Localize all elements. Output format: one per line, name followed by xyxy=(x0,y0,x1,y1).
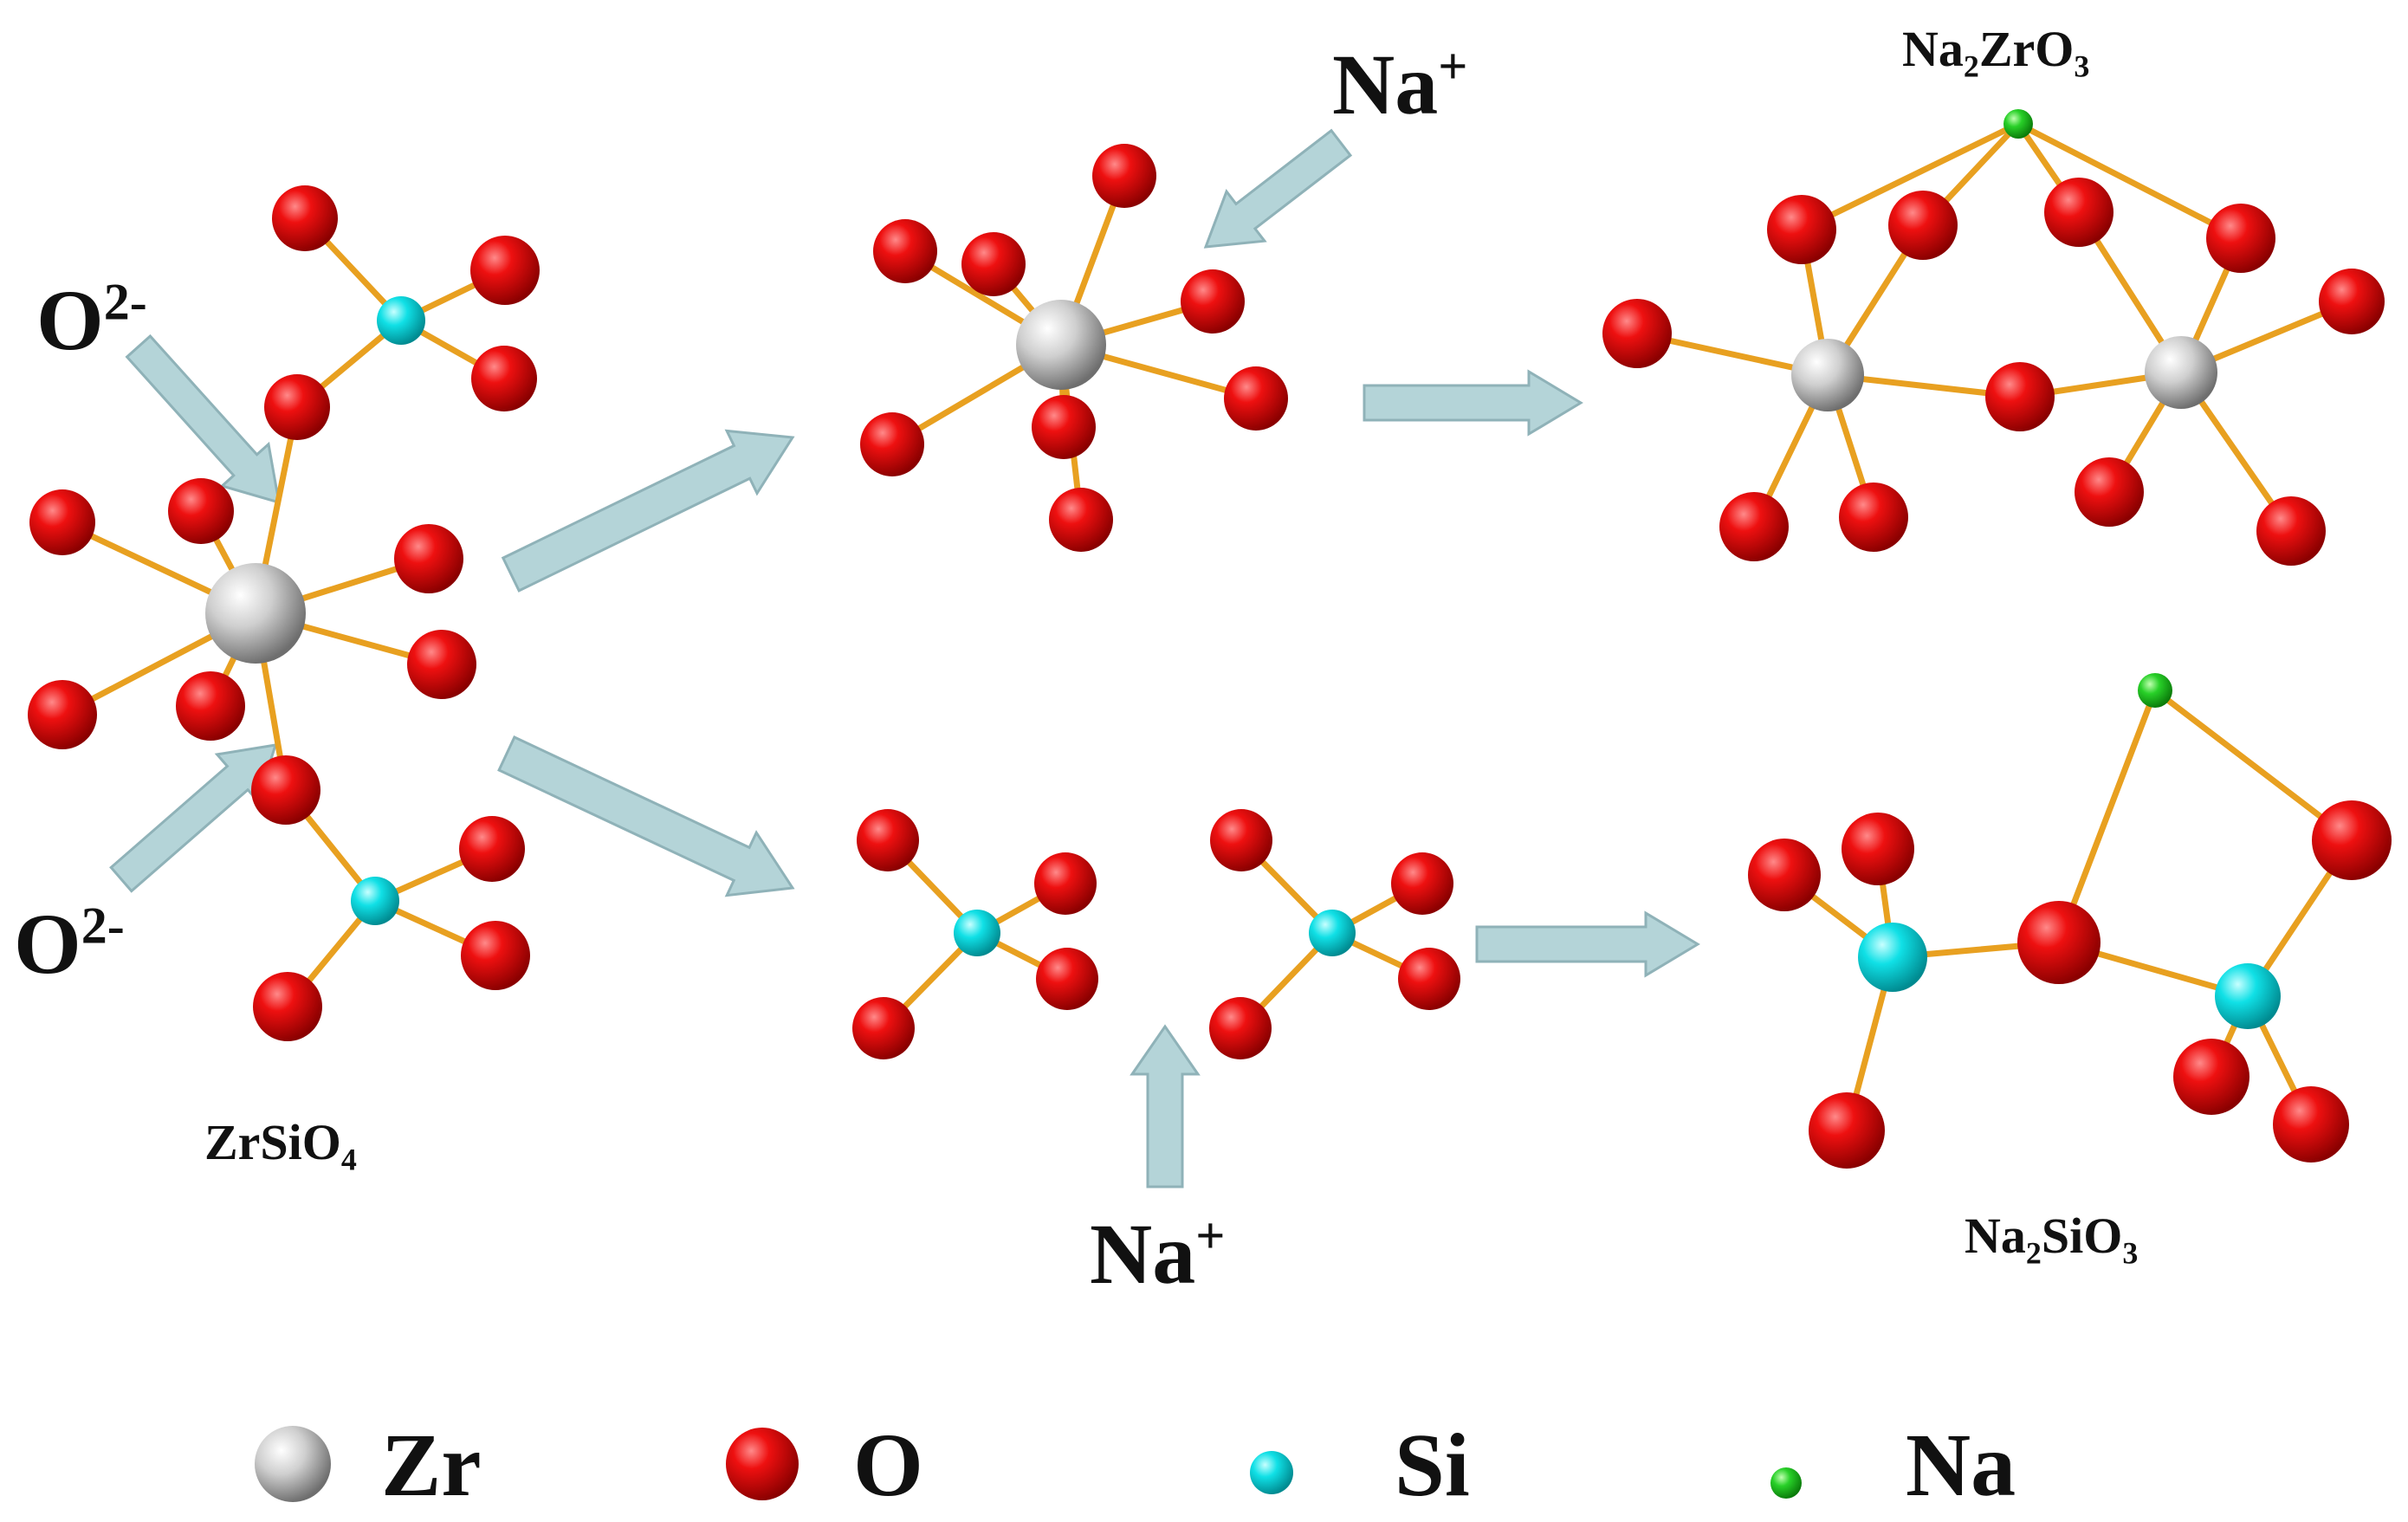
na2sio3-o-atom xyxy=(2173,1039,2249,1115)
legend-na-atom xyxy=(1770,1467,1802,1499)
sodium-zirconate-formula-label: Na2ZrO3 xyxy=(1902,21,2090,84)
zr-intermediate-zr-atom xyxy=(1016,300,1106,390)
zircon-o-atom xyxy=(251,755,320,825)
sodium-ion-arrow-bottom xyxy=(1130,1024,1201,1188)
oxide-ion-arrow-top xyxy=(125,334,281,505)
na2zro3-o-atom xyxy=(2206,204,2275,273)
zr-intermediate-o-atom xyxy=(1049,488,1113,552)
na2zro3-na-atom xyxy=(2003,109,2033,139)
na2zro3-bond xyxy=(2015,120,2244,242)
oxide-ion-label-bottom: O2- xyxy=(14,896,125,992)
na2sio3-na-atom xyxy=(2138,673,2172,708)
sodium-ion-label-top: Na+ xyxy=(1332,36,1468,133)
legend-label-zr: Zr xyxy=(381,1415,482,1515)
zircon-si-atom xyxy=(377,296,425,345)
zr-to-na2zro3-arrow xyxy=(1363,369,1583,437)
legend-label-o: O xyxy=(853,1415,923,1515)
si-intermediate-left-o-atom xyxy=(1034,852,1097,915)
sodium-ion-label-bottom: Na+ xyxy=(1090,1206,1226,1302)
zircon-o-atom xyxy=(461,921,530,990)
na2sio3-o-atom xyxy=(2273,1086,2349,1163)
si-intermediate-right-si-atom xyxy=(1309,910,1356,956)
legend-si-atom xyxy=(1250,1451,1293,1494)
si-intermediate-left-o-atom xyxy=(1036,948,1098,1010)
na2zro3-zr-atom xyxy=(1791,339,1864,411)
si-intermediate-left-o-atom xyxy=(857,809,919,871)
na2zro3-o-atom xyxy=(1888,191,1958,260)
sodium-silicate-formula-label: Na2SiO3 xyxy=(1965,1208,2139,1271)
zircon-to-si-arrow xyxy=(497,735,795,897)
na2zro3-bond xyxy=(1798,120,2022,233)
legend-label-na: Na xyxy=(1906,1415,2016,1515)
si-intermediate-right-o-atom xyxy=(1391,852,1453,915)
na2sio3-o-atom xyxy=(2312,800,2392,880)
legend-label-si: Si xyxy=(1395,1415,1470,1515)
zircon-o-atom xyxy=(407,630,476,699)
zircon-to-zr-arrow xyxy=(501,429,795,593)
zr-intermediate-o-atom xyxy=(860,412,924,476)
na2zro3-zr-atom xyxy=(2145,336,2217,409)
na2sio3-o-atom xyxy=(2017,901,2101,984)
zircon-o-atom xyxy=(264,374,330,440)
zircon-o-atom xyxy=(28,680,97,749)
na2zro3-o-atom xyxy=(1839,483,1908,552)
si-intermediate-left-o-atom xyxy=(852,997,915,1059)
na2sio3-o-atom xyxy=(1748,839,1821,911)
oxide-ion-arrow-bottom xyxy=(109,743,278,893)
zircon-o-atom xyxy=(29,489,95,555)
zircon-o-atom xyxy=(459,816,525,882)
arrows-layer xyxy=(109,128,1700,1188)
zircon-o-atom xyxy=(471,346,537,411)
na2zro3-o-atom xyxy=(2319,269,2385,334)
na2sio3-bond xyxy=(2152,687,2355,844)
si-to-na2sio3-arrow xyxy=(1475,910,1700,978)
si-intermediate-right-o-atom xyxy=(1398,948,1460,1010)
na2zro3-o-atom xyxy=(1767,195,1836,264)
na2zro3-o-atom xyxy=(1602,299,1672,368)
zircon-o-atom xyxy=(272,185,338,251)
si-intermediate-right-o-atom xyxy=(1209,997,1272,1059)
oxide-ion-label-top: O2- xyxy=(36,272,147,368)
na2sio3-o-atom xyxy=(1809,1092,1885,1169)
legend-atoms-layer xyxy=(255,1426,1802,1502)
zr-intermediate-o-atom xyxy=(1032,395,1096,459)
na2sio3-bond xyxy=(2055,687,2159,946)
zr-intermediate-o-atom xyxy=(873,219,937,283)
atoms-layer xyxy=(28,109,2392,1169)
si-intermediate-right-o-atom xyxy=(1210,809,1272,871)
zircon-o-atom xyxy=(176,671,245,741)
na2zro3-o-atom xyxy=(2044,178,2113,247)
zircon-zr-atom xyxy=(205,563,306,664)
zr-intermediate-o-atom xyxy=(961,232,1026,296)
zircon-o-atom xyxy=(168,478,234,544)
zircon-o-atom xyxy=(394,524,463,593)
zr-intermediate-o-atom xyxy=(1224,366,1288,431)
legend-o-atom xyxy=(726,1428,799,1500)
legend-zr-atom xyxy=(255,1426,331,1502)
zircon-formula-label: ZrSiO4 xyxy=(204,1114,357,1177)
na2sio3-o-atom xyxy=(1842,813,1914,885)
zircon-o-atom xyxy=(470,236,540,305)
zr-intermediate-o-atom xyxy=(1092,144,1156,208)
zircon-o-atom xyxy=(253,972,322,1041)
sodium-ion-arrow-top xyxy=(1203,128,1353,249)
na2sio3-si-atom xyxy=(1858,923,1927,992)
na2zro3-o-atom xyxy=(2075,457,2144,527)
na2zro3-o-atom xyxy=(1719,492,1789,561)
na2zro3-o-atom xyxy=(1985,362,2055,431)
na2zro3-o-atom xyxy=(2256,496,2326,566)
zr-intermediate-o-atom xyxy=(1181,269,1245,334)
na2sio3-si-atom xyxy=(2215,963,2281,1029)
si-intermediate-left-si-atom xyxy=(954,910,1000,956)
zircon-si-atom xyxy=(351,877,399,925)
